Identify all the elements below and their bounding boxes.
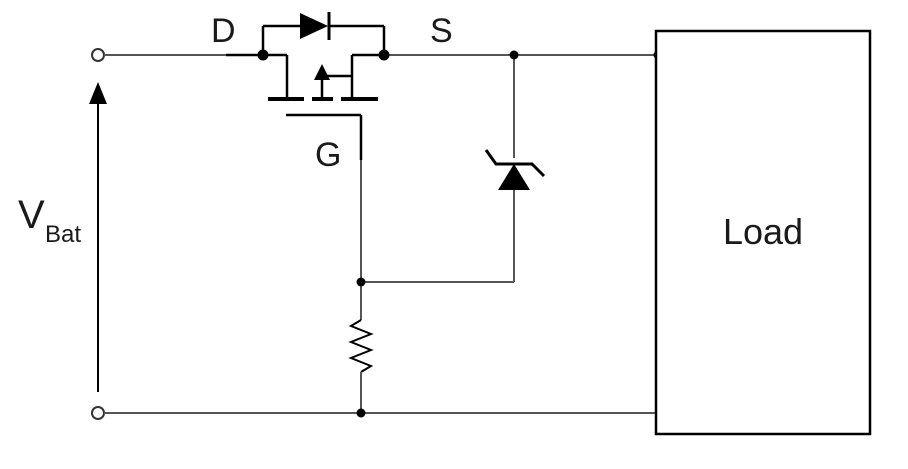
zener-diode-triangle [498,164,530,190]
junction-gate-zener [356,277,366,287]
voltage-arrow-head [89,82,107,104]
battery-negative-terminal [91,406,105,420]
mosfet-body-arrow [314,64,330,80]
junction-resistor-bottom [356,408,366,418]
load-box [654,29,872,436]
gate-label: G [315,136,341,174]
zener-diode-bar [484,149,546,178]
load-label: Load [723,211,803,252]
body-diode-triangle [300,13,328,39]
battery-positive-terminal [91,48,105,62]
drain-label: D [211,12,236,50]
voltage-label-subscript: Bat [45,221,81,248]
voltage-label: V [18,193,45,237]
source-label: S [430,12,453,50]
junction-drain [257,49,269,61]
resistor [348,319,374,373]
junction-source [378,49,390,61]
junction-zener-top [509,50,519,60]
